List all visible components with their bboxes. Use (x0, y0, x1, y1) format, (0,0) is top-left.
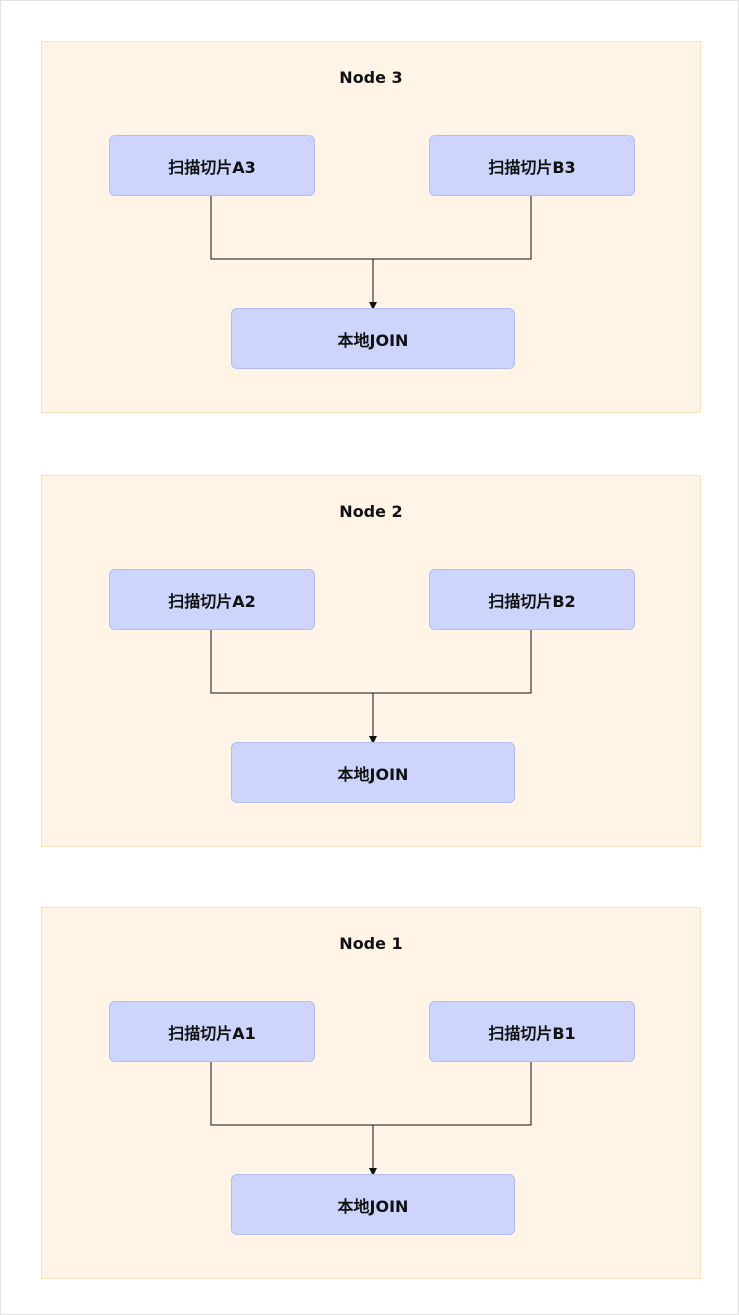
local-join-box: 本地JOIN (231, 742, 515, 803)
node-title: Node 3 (339, 68, 403, 87)
node-title: Node 1 (339, 934, 403, 953)
merge-line (210, 1062, 532, 1126)
scan-slice-a-box: 扫描切片A1 (109, 1001, 315, 1062)
scan-slice-b-box: 扫描切片B1 (429, 1001, 635, 1062)
local-join-box: 本地JOIN (231, 1174, 515, 1235)
scan-slice-a-box: 扫描切片A2 (109, 569, 315, 630)
merge-line (210, 196, 532, 260)
scan-slice-b-box: 扫描切片B3 (429, 135, 635, 196)
scan-slice-b-box: 扫描切片B2 (429, 569, 635, 630)
merge-line (210, 630, 532, 694)
local-join-box: 本地JOIN (231, 308, 515, 369)
node-panel-2: Node 2 扫描切片A2 扫描切片B2 本地JOIN (41, 475, 701, 847)
scan-slice-a-box: 扫描切片A3 (109, 135, 315, 196)
node-panel-1: Node 1 扫描切片A1 扫描切片B1 本地JOIN (41, 907, 701, 1279)
node-panel-3: Node 3 扫描切片A3 扫描切片B3 本地JOIN (41, 41, 701, 413)
merge-connector (210, 630, 532, 744)
merge-connector (210, 196, 532, 310)
merge-connector (210, 1062, 532, 1176)
node-title: Node 2 (339, 502, 403, 521)
